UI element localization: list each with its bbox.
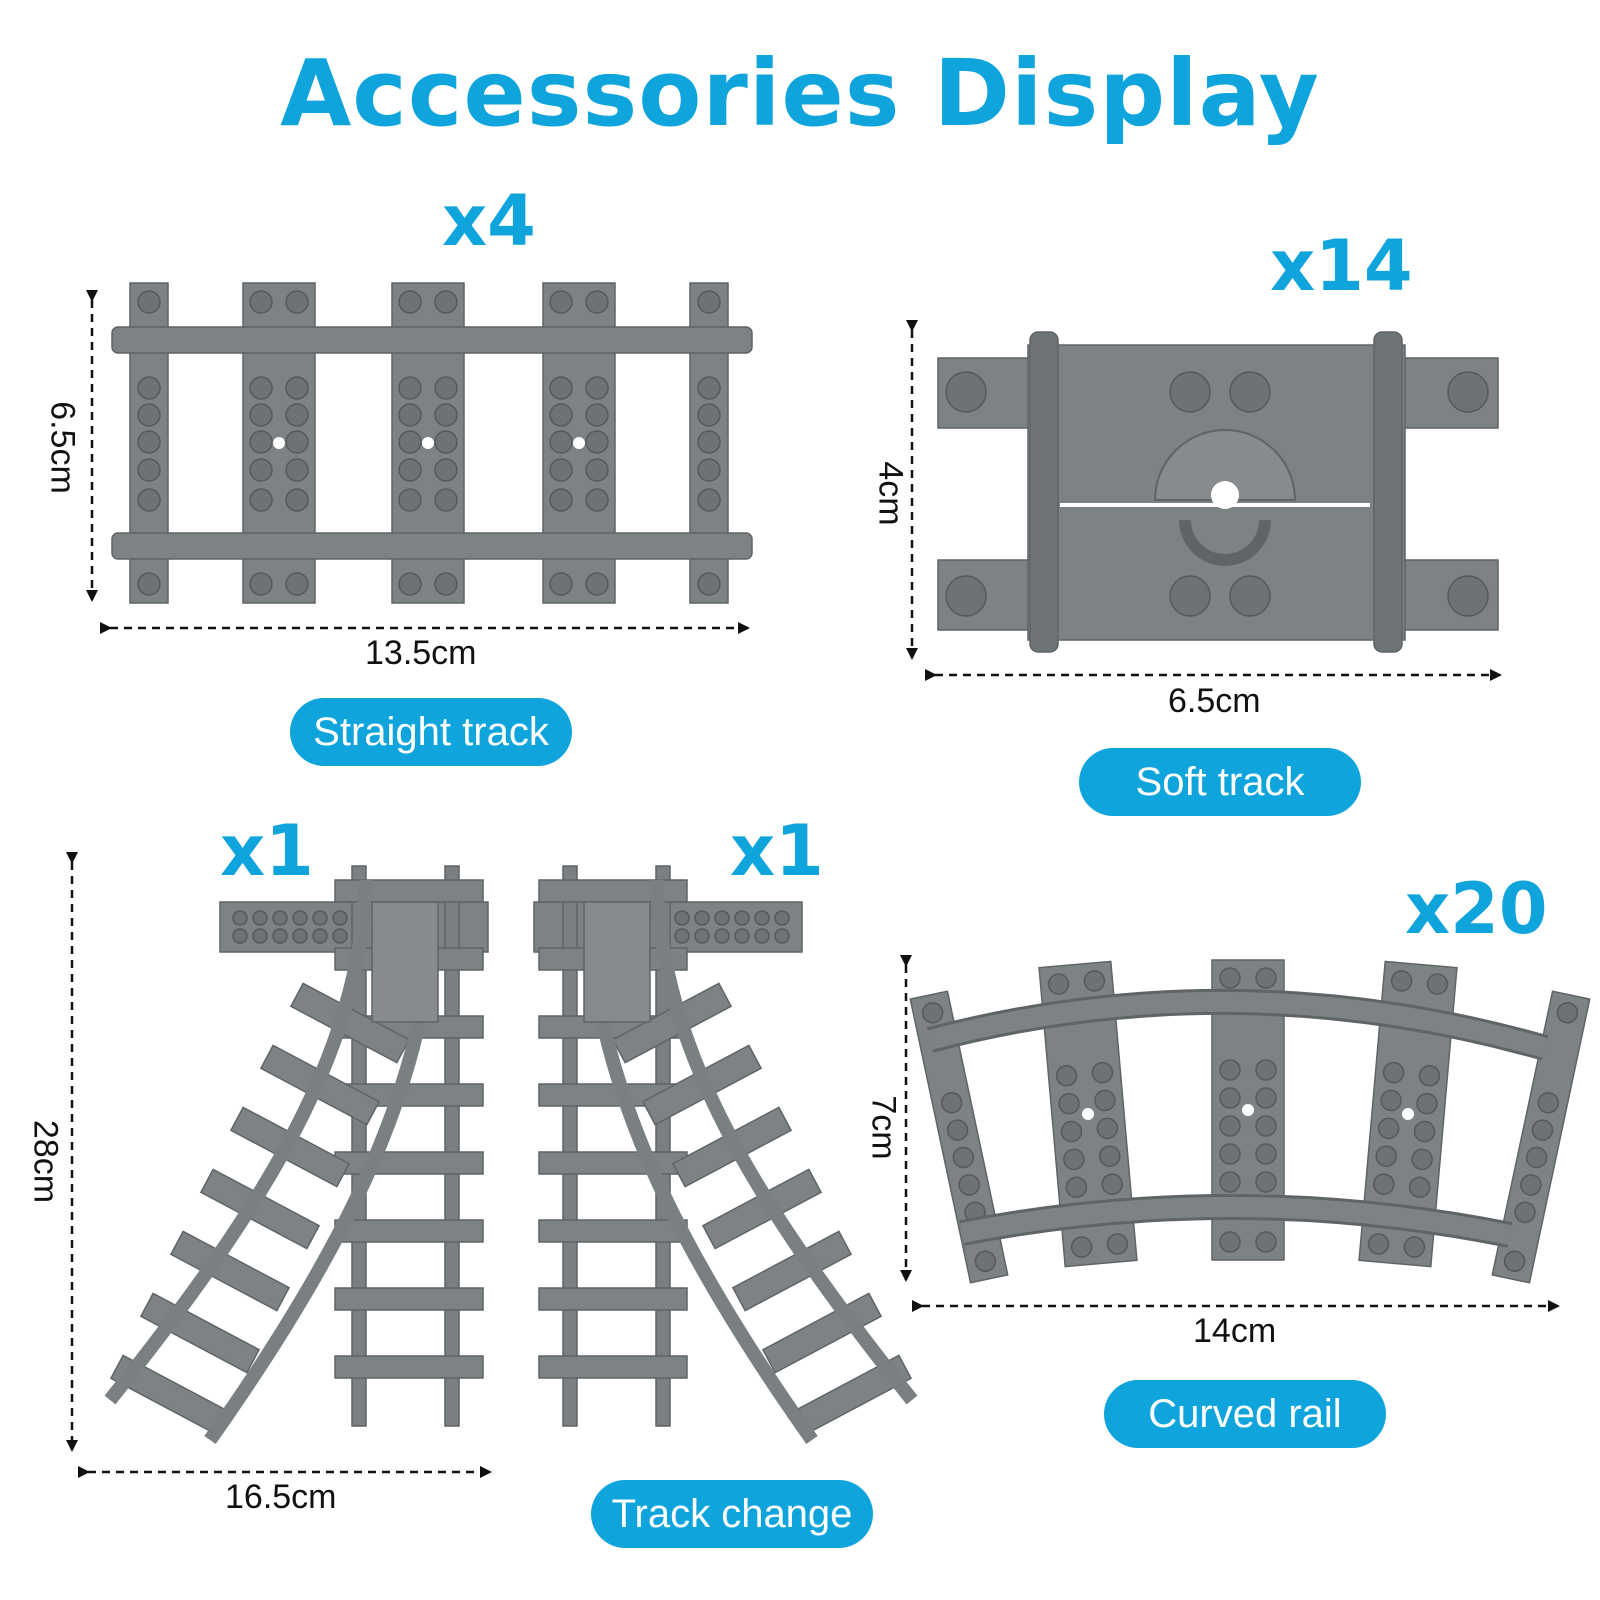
switch-height-label: 28cm (26, 1119, 65, 1204)
curved-rail-label: Curved rail (1104, 1380, 1386, 1448)
track-change-label: Track change (591, 1480, 873, 1548)
soft-width-label: 6.5cm (1168, 682, 1261, 720)
straight-height-label: 6.5cm (43, 401, 82, 494)
page-title: Accessories Display (280, 40, 1320, 147)
switch-width-label: 16.5cm (225, 1478, 337, 1516)
switch-left-quantity: x1 (220, 810, 314, 892)
soft-height-label: 4cm (871, 461, 910, 526)
straight-width-label: 13.5cm (365, 634, 477, 672)
soft-quantity: x14 (1270, 225, 1413, 307)
curved-width-label: 14cm (1193, 1312, 1277, 1350)
track-change-image (104, 865, 918, 1445)
curved-height-label: 7cm (864, 1095, 903, 1160)
curved-quantity: x20 (1405, 868, 1548, 950)
curved-rail-image (909, 959, 1591, 1284)
straight-quantity: x4 (442, 180, 536, 262)
soft-track-label: Soft track (1079, 748, 1361, 816)
straight-track-label: Straight track (290, 698, 572, 766)
soft-track-image (937, 331, 1499, 653)
switch-right-quantity: x1 (730, 810, 824, 892)
straight-track-image (111, 282, 753, 604)
